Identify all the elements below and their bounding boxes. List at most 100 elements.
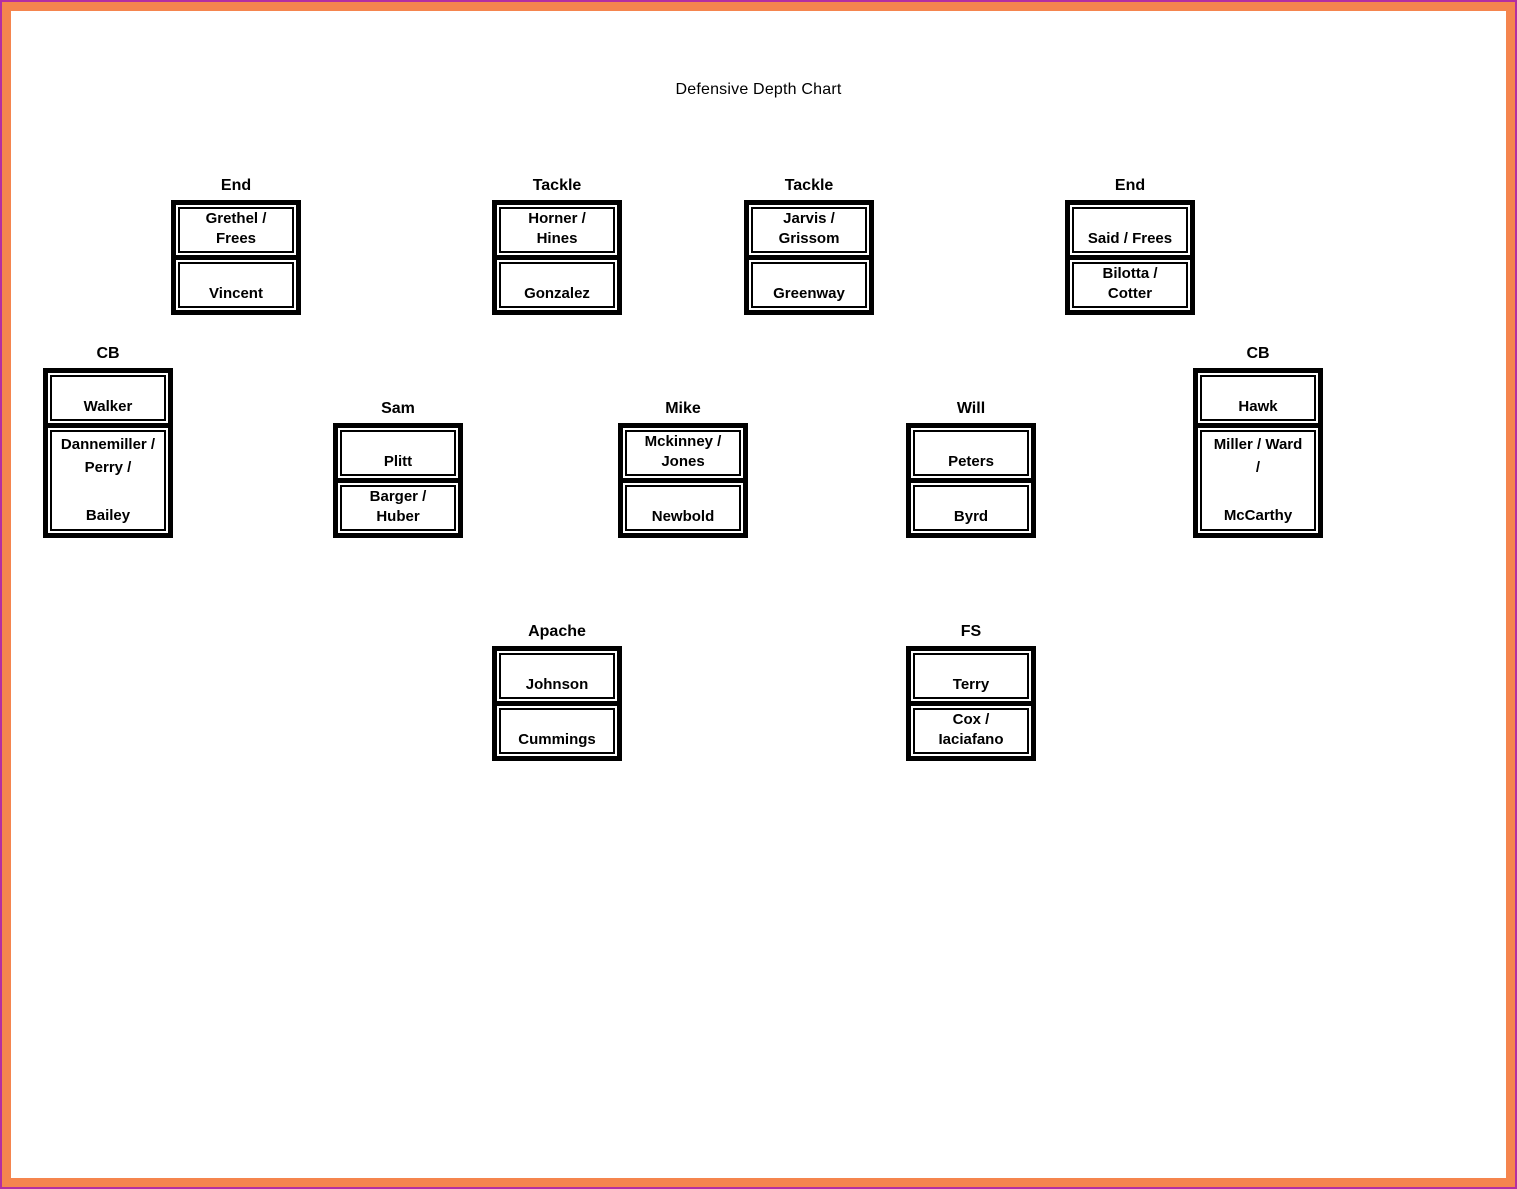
player-name: Byrd — [953, 508, 989, 525]
backup-cell: Cox / Iaciafano — [913, 708, 1029, 754]
depth-box: Plitt Barger / Huber — [333, 423, 463, 538]
player-name: Dannemiller / — [60, 436, 156, 453]
player-name: Cotter — [1107, 285, 1153, 302]
player-name: Newbold — [651, 508, 715, 525]
player-name: Johnson — [525, 676, 589, 693]
player-name: Vincent — [209, 285, 263, 302]
player-name: Walker — [83, 398, 133, 415]
backup-cell: Greenway — [751, 262, 867, 308]
depth-box: Peters Byrd — [906, 423, 1036, 538]
depth-group-mike: Mike Mckinney / Jones Newbold — [618, 401, 748, 538]
starter-cell: Mckinney / Jones — [625, 430, 741, 476]
backup-cell: Byrd — [913, 485, 1029, 531]
depth-group-end-right: End Said / Frees Bilotta / Cotter — [1065, 178, 1195, 315]
player-name: Horner / — [528, 210, 586, 227]
player-name: Bilotta / — [1102, 265, 1158, 282]
player-name: Cummings — [518, 731, 596, 748]
player-name: McCarthy — [1223, 507, 1293, 524]
cell-divider — [497, 701, 617, 706]
position-label-tackle: Tackle — [532, 177, 582, 194]
depth-box: Mckinney / Jones Newbold — [618, 423, 748, 538]
starter-cell: Plitt — [340, 430, 456, 476]
player-name: Barger / — [369, 488, 427, 505]
starter-cell: Said / Frees — [1072, 207, 1188, 253]
depth-group-sam: Sam Plitt Barger / Huber — [333, 401, 463, 538]
backup-cell: Cummings — [499, 708, 615, 754]
backup-cell: Vincent — [178, 262, 294, 308]
backup-names: Miller / Ward / — [1214, 433, 1303, 479]
player-name: Huber — [376, 508, 420, 525]
backup-cell: Bilotta / Cotter — [1072, 262, 1188, 308]
cell-divider — [911, 701, 1031, 706]
player-name: Gonzalez — [524, 285, 590, 302]
player-name: Plitt — [383, 453, 413, 470]
depth-group-cb-right: CB Hawk Miller / Ward / McCarthy — [1193, 346, 1323, 538]
depth-box: Horner / Hines Gonzalez — [492, 200, 622, 315]
depth-box: Grethel / Frees Vincent — [171, 200, 301, 315]
starter-cell: Horner / Hines — [499, 207, 615, 253]
position-label-cb: CB — [1246, 345, 1270, 362]
chart-title: Defensive Depth Chart — [675, 81, 842, 98]
player-name: Hawk — [1238, 398, 1278, 415]
player-name: Perry / — [84, 459, 132, 476]
player-name: Hines — [536, 230, 578, 247]
starter-cell: Grethel / Frees — [178, 207, 294, 253]
cell-divider — [749, 255, 869, 260]
starter-cell: Hawk — [1200, 375, 1316, 421]
player-name: Grissom — [778, 230, 840, 247]
starter-cell: Peters — [913, 430, 1029, 476]
position-label-tackle: Tackle — [784, 177, 834, 194]
depth-group-apache: Apache Johnson Cummings — [492, 624, 622, 761]
player-name: Mckinney / — [644, 433, 722, 450]
depth-box: Walker Dannemiller / Perry / Bailey — [43, 368, 173, 538]
backup-cell: Barger / Huber — [340, 485, 456, 531]
player-name: Grethel / — [205, 210, 267, 227]
player-name: Jarvis / — [783, 210, 835, 227]
cell-divider — [176, 255, 296, 260]
depth-box: Terry Cox / Iaciafano — [906, 646, 1036, 761]
cell-divider — [48, 423, 168, 428]
player-name: Jones — [661, 453, 705, 470]
starter-cell: Johnson — [499, 653, 615, 699]
position-label-sam: Sam — [381, 400, 415, 417]
cell-divider — [623, 478, 743, 483]
depth-group-fs: FS Terry Cox / Iaciafano — [906, 624, 1036, 761]
position-label-will: Will — [956, 400, 986, 417]
cell-divider — [497, 255, 617, 260]
player-name: Cox / — [952, 711, 990, 728]
player-name: Said / Frees — [1087, 230, 1173, 247]
player-name: Terry — [952, 676, 990, 693]
position-label-apache: Apache — [528, 623, 586, 640]
starter-cell: Jarvis / Grissom — [751, 207, 867, 253]
player-name: Greenway — [773, 285, 845, 302]
player-name: / — [1255, 459, 1261, 476]
backup-cell: Miller / Ward / McCarthy — [1200, 430, 1316, 531]
position-label-end: End — [1114, 177, 1146, 194]
backup-cell: Newbold — [625, 485, 741, 531]
starter-cell: Walker — [50, 375, 166, 421]
player-name: Bailey — [85, 507, 131, 524]
depth-group-tackle-right: Tackle Jarvis / Grissom Greenway — [744, 178, 874, 315]
cell-divider — [1070, 255, 1190, 260]
position-label-mike: Mike — [665, 400, 701, 417]
player-name: Iaciafano — [938, 731, 1004, 748]
player-name: Frees — [215, 230, 257, 247]
cell-divider — [1198, 423, 1318, 428]
depth-group-end-left: End Grethel / Frees Vincent — [171, 178, 301, 315]
backup-cell: Gonzalez — [499, 262, 615, 308]
cell-divider — [338, 478, 458, 483]
depth-group-will: Will Peters Byrd — [906, 401, 1036, 538]
position-label-end: End — [220, 177, 252, 194]
position-label-fs: FS — [960, 623, 982, 640]
starter-cell: Terry — [913, 653, 1029, 699]
player-name: Miller / Ward — [1213, 436, 1303, 453]
depth-group-cb-left: CB Walker Dannemiller / Perry / Bailey — [43, 346, 173, 538]
player-name: Peters — [948, 453, 994, 470]
backup-names: Dannemiller / Perry / — [61, 433, 155, 479]
backup-cell: Dannemiller / Perry / Bailey — [50, 430, 166, 531]
depth-box: Hawk Miller / Ward / McCarthy — [1193, 368, 1323, 538]
position-label-cb: CB — [96, 345, 120, 362]
depth-box: Said / Frees Bilotta / Cotter — [1065, 200, 1195, 315]
depth-group-tackle-left: Tackle Horner / Hines Gonzalez — [492, 178, 622, 315]
depth-box: Jarvis / Grissom Greenway — [744, 200, 874, 315]
